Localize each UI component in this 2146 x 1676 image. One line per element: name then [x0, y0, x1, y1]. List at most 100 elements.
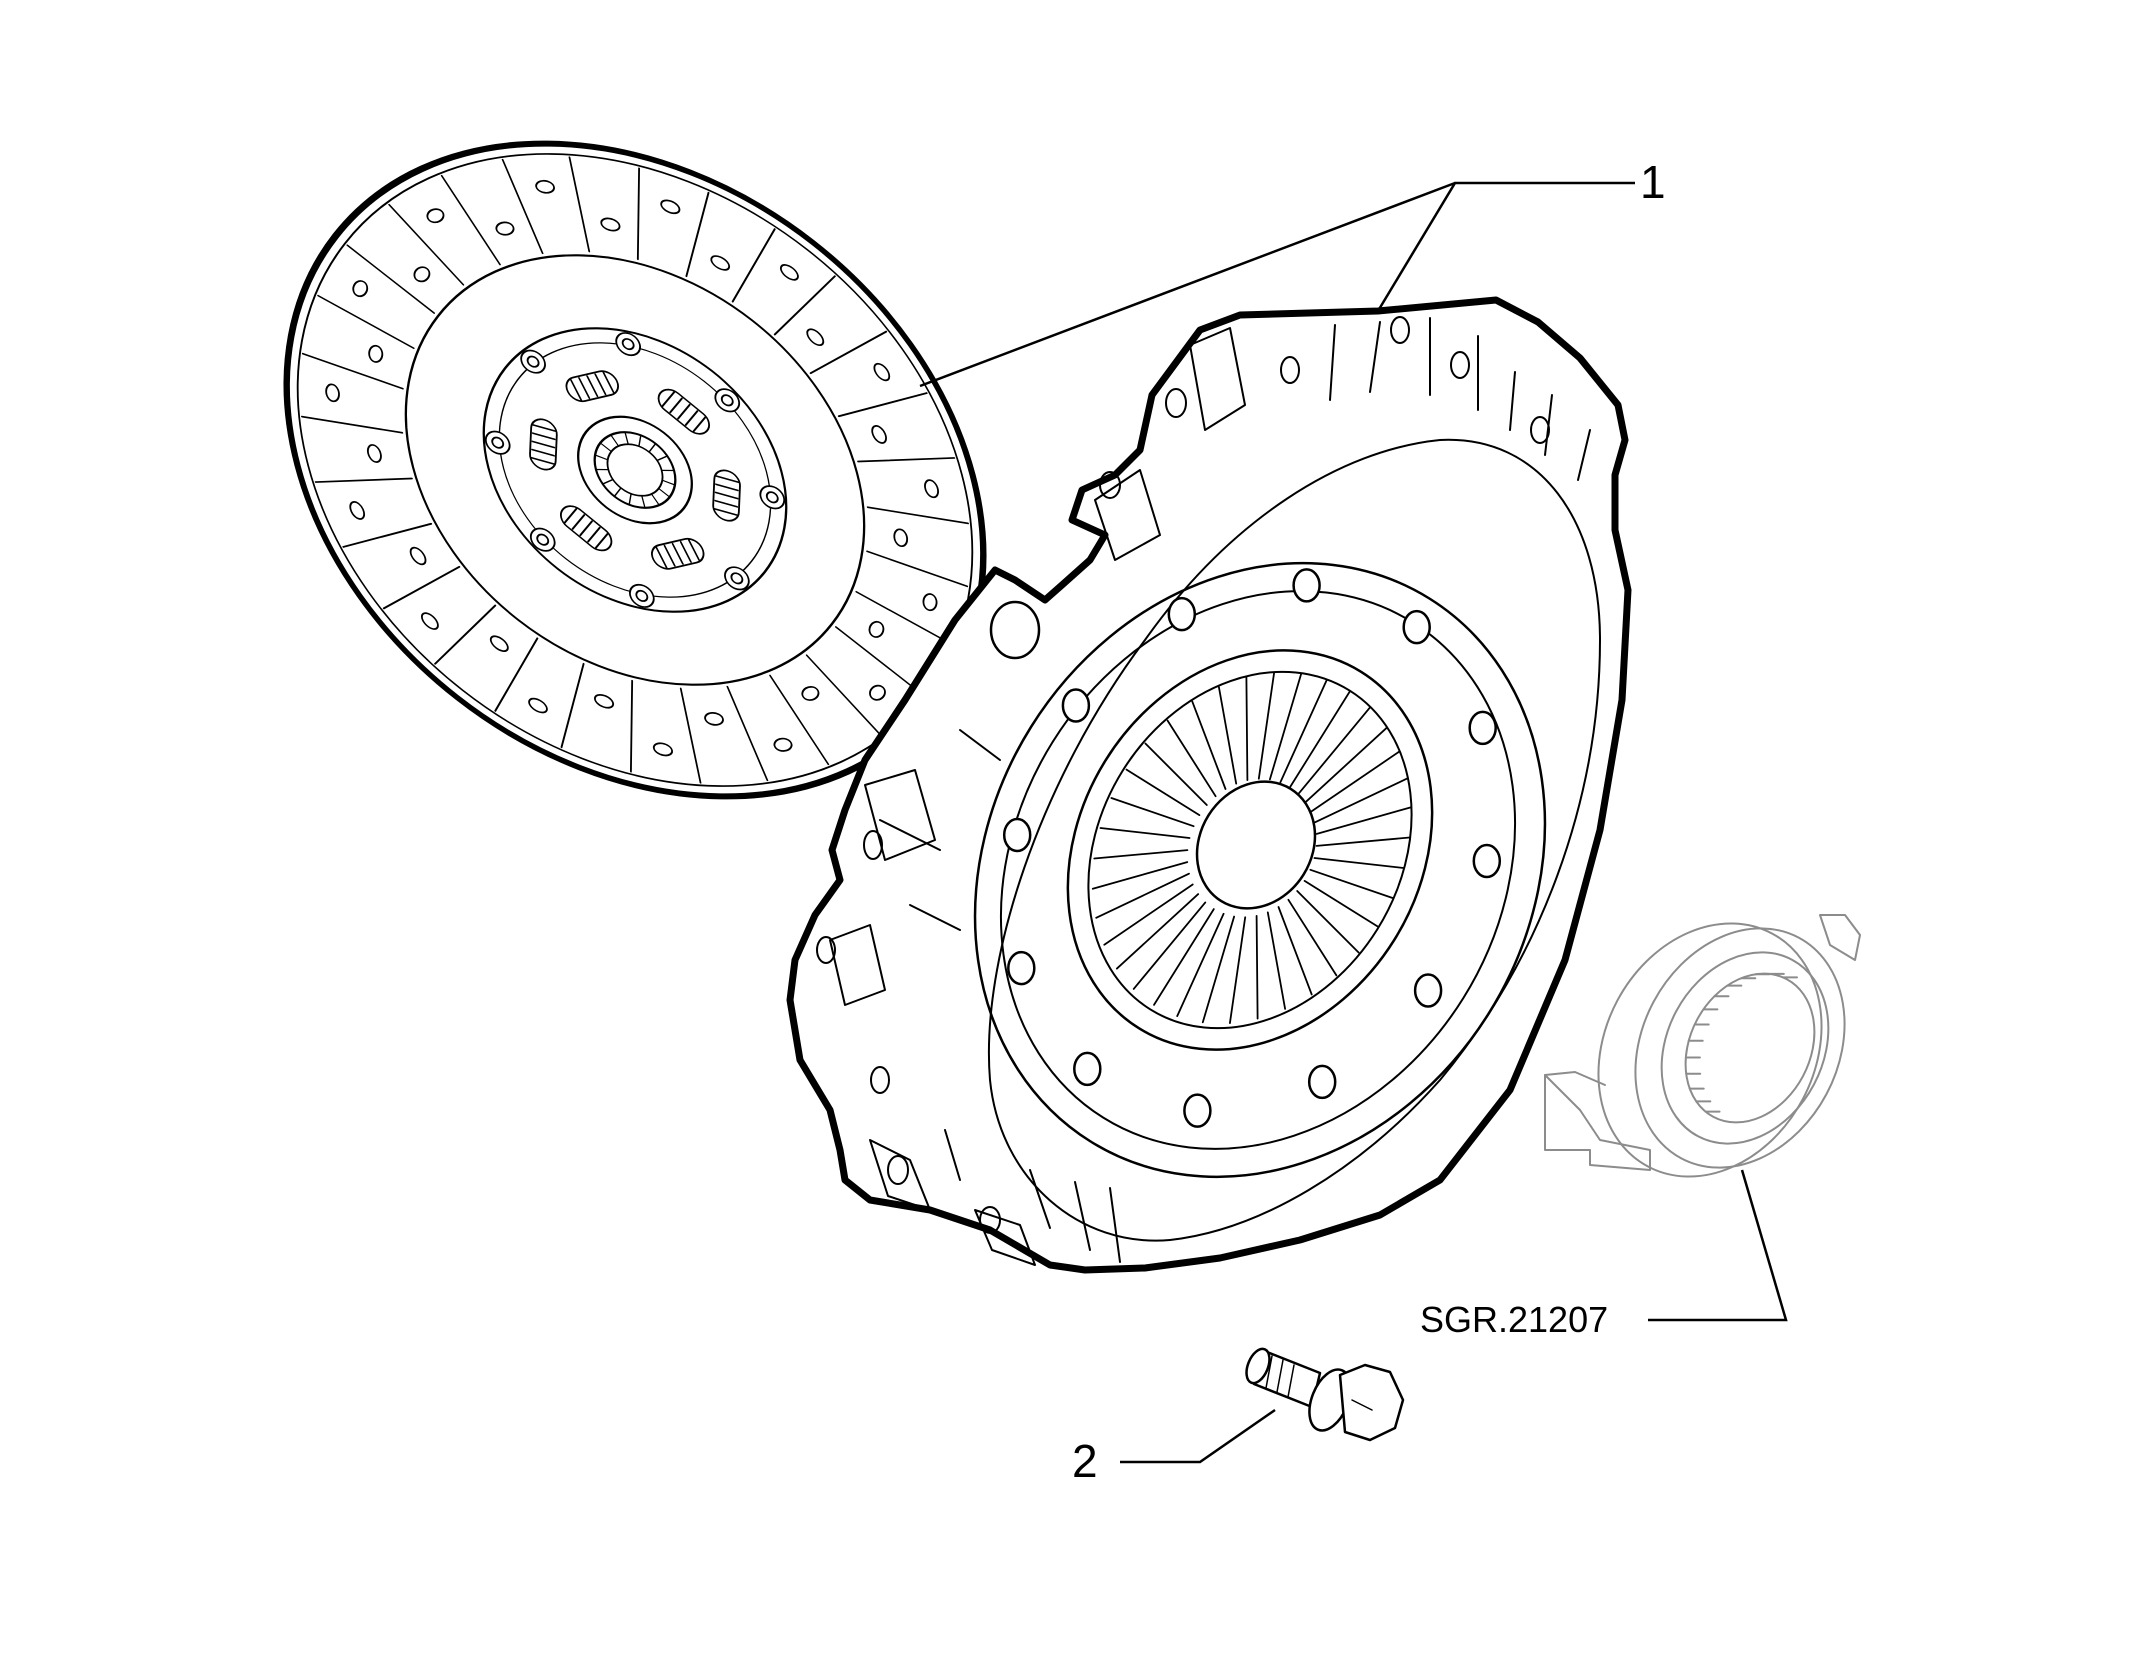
lining-rivet: [593, 694, 615, 709]
diaphragm-finger: [1166, 719, 1217, 798]
leader-1-plate: [1376, 181, 1635, 312]
lining-grooves: [301, 156, 969, 784]
lining-rivet: [349, 501, 366, 520]
plate-bolt-hole: [1292, 568, 1321, 603]
reference-code-label: SGR.21207: [1420, 1299, 1608, 1340]
hub-bolt: [484, 430, 511, 455]
diaphragm-finger: [1125, 768, 1201, 816]
lining-groove: [837, 392, 928, 418]
lining-groove: [835, 626, 924, 696]
diaphragm-finger: [1279, 679, 1328, 784]
hub-bolt: [520, 349, 546, 374]
lining-groove: [314, 477, 413, 483]
lining-rivet: [600, 217, 621, 232]
diaphragm-finger: [1201, 915, 1235, 1024]
diaphragm-finger: [1304, 726, 1388, 803]
lining-rivet: [489, 635, 509, 652]
lining-groove: [731, 228, 776, 303]
diaphragm-finger: [1153, 908, 1215, 1006]
lining-rivet: [710, 255, 731, 271]
mounting-lugs: [816, 316, 1550, 1266]
diaphragm-finger: [1310, 750, 1401, 813]
diaphragm-finger: [1218, 686, 1238, 785]
lining-rivet: [495, 221, 515, 236]
lining-groove: [560, 662, 585, 749]
lining-rivet: [704, 711, 724, 726]
lining-groove: [809, 330, 888, 375]
diaphragm-finger: [1176, 912, 1225, 1017]
lining-groove: [636, 167, 641, 261]
lining-groove: [629, 679, 634, 773]
lining-groove: [866, 550, 969, 588]
lining-rivet: [869, 684, 886, 701]
lining-rivet: [420, 612, 439, 630]
lining-groove: [501, 158, 544, 255]
diaphragm-finger: [1266, 911, 1286, 1010]
diaphragm-finger: [1144, 742, 1208, 806]
lining-groove: [440, 174, 501, 266]
lining-groove: [726, 685, 769, 782]
plate-bolt-hole: [1413, 973, 1443, 1008]
lining-groove: [679, 687, 702, 784]
friction-lining-inner-edge: [404, 254, 866, 686]
diaphragm-finger: [1269, 672, 1303, 781]
lining-rivet: [871, 425, 887, 444]
bolt: [1245, 1347, 1405, 1442]
lining-groove: [388, 203, 465, 286]
lining-groove: [382, 565, 461, 610]
lining-rivet: [922, 593, 938, 612]
plate-bolt-hole: [1007, 950, 1036, 986]
leader-ref: [1648, 1169, 1788, 1322]
lining-groove: [769, 674, 830, 766]
lining-groove: [346, 244, 435, 314]
diaphragm-finger: [1289, 690, 1351, 788]
hub-bolt: [615, 332, 641, 357]
lining-rivet: [873, 362, 891, 382]
diaphragm-finger: [1314, 777, 1409, 824]
lining-rivet: [368, 344, 384, 363]
diaphragm-spring: [1066, 649, 1434, 1051]
lining-rivet: [652, 742, 674, 757]
hub-bolt: [529, 527, 556, 552]
lining-rivet: [352, 280, 369, 298]
lining-rivet: [528, 697, 548, 714]
diaphragm-finger: [1099, 827, 1191, 839]
plate-bolt-holes: [1002, 568, 1502, 1128]
cover-ribs: [879, 317, 1591, 1263]
diaphragm-finger: [1313, 857, 1405, 869]
diaphragm-finger: [1091, 861, 1189, 890]
lining-rivet: [366, 444, 382, 463]
callout-2-label: 2: [1072, 1435, 1098, 1487]
plate-bolt-hole: [1402, 609, 1431, 645]
plate-bolt-hole: [1167, 596, 1197, 632]
lining-groove: [855, 590, 953, 646]
lining-rivet: [773, 737, 793, 752]
plate-bolt-hole: [1002, 817, 1032, 853]
diaphragm-finger: [1103, 883, 1194, 946]
clutch-disc: [283, 140, 987, 800]
lining-groove: [685, 191, 710, 278]
damper-springs: [529, 370, 741, 570]
diaphragm-finger: [1309, 868, 1394, 899]
hub-bolt: [714, 388, 741, 413]
bolt-head: [1338, 1363, 1405, 1442]
lining-rivet: [893, 528, 909, 548]
lining-rivet: [426, 208, 445, 224]
lining-rivet: [409, 546, 427, 566]
lining-rivet: [801, 686, 820, 701]
plate-bolt-hole: [1073, 1051, 1102, 1087]
plate-bolt-hole: [1307, 1064, 1337, 1100]
lining-rivet: [413, 266, 431, 283]
release-bearing: [1544, 914, 1861, 1178]
diaphragm-finger: [1297, 706, 1372, 795]
diaphragm-finger: [1296, 890, 1360, 954]
lining-rivet: [325, 383, 340, 403]
lining-rivet: [868, 620, 885, 638]
diaphragm-fingers: [1091, 672, 1413, 1024]
lining-rivet: [660, 199, 681, 215]
diaphragm-finger: [1315, 806, 1413, 835]
lining-groove: [866, 506, 969, 525]
lining-rivet: [779, 264, 799, 281]
